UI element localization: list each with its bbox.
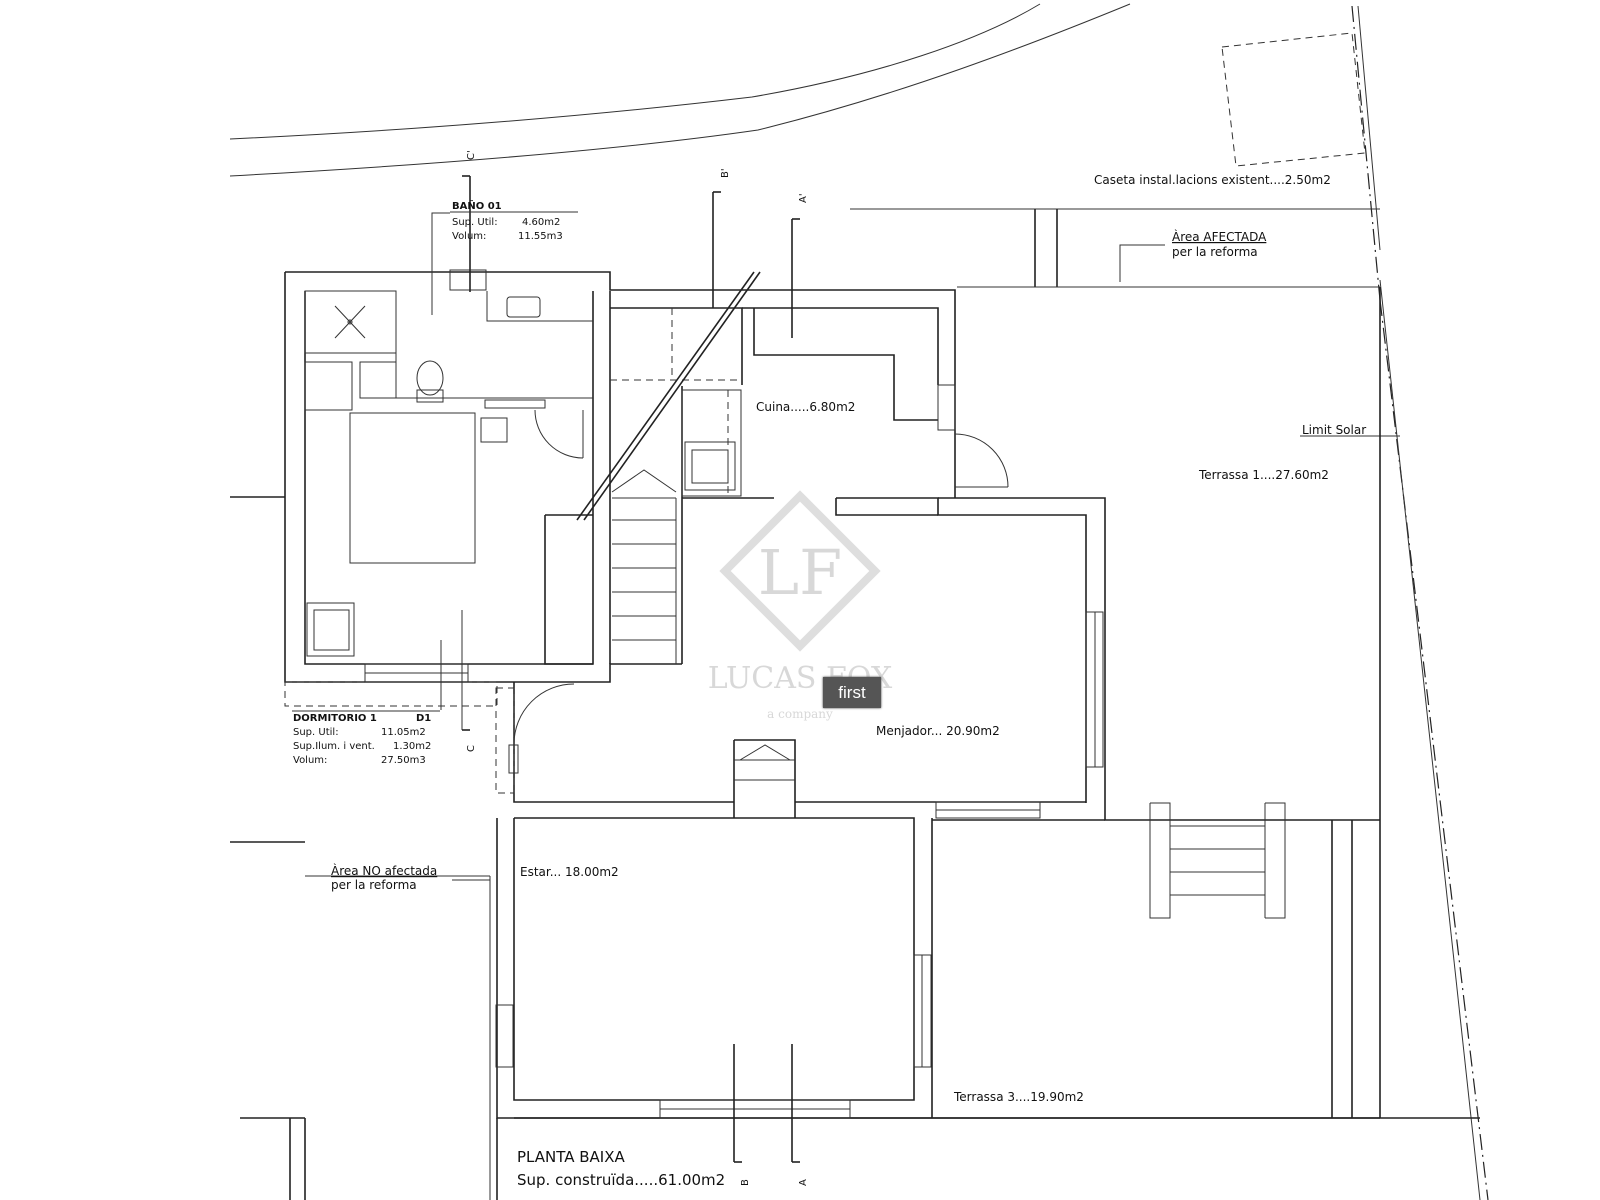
level-badge[interactable]: first — [823, 677, 881, 708]
stairs — [612, 470, 1285, 918]
building-walls — [230, 272, 1480, 1200]
caseta-outline — [1222, 33, 1365, 166]
caseta-label: Caseta instal.lacions existent....2.50m2 — [1094, 173, 1331, 187]
section-markers: C' B' A' C B A — [462, 150, 809, 1186]
terrassa1-label: Terrassa 1....27.60m2 — [1198, 468, 1329, 482]
bedroom-furniture — [307, 413, 475, 730]
area-no-afectada-line2: per la reforma — [331, 878, 417, 892]
menjador-label: Menjador... 20.90m2 — [876, 724, 1000, 738]
dormitorio-ilum-value: 1.30m2 — [393, 741, 431, 752]
dormitorio-vol-label: Volum: — [293, 755, 327, 766]
section-a-lower-label: A — [798, 1179, 809, 1186]
affected-area-lines — [850, 209, 1400, 436]
room-labels: BAÑO 01 Sup. Util: 4.60m2 Volum: 11.55m3… — [293, 173, 1366, 1189]
dormitorio-name: DORMITORIO 1 — [293, 713, 377, 724]
bano-name: BAÑO 01 — [452, 199, 502, 212]
dormitorio-sup-value: 11.05m2 — [381, 727, 426, 738]
estar-label: Estar... 18.00m2 — [520, 865, 619, 879]
limit-solar-boundary — [1352, 6, 1488, 1200]
section-c-label: C' — [466, 150, 477, 160]
watermark-logo: LF — [758, 536, 842, 609]
cuina-label: Cuina.....6.80m2 — [756, 400, 855, 414]
bano-sup-value: 4.60m2 — [522, 217, 560, 228]
section-b-label: B' — [720, 168, 731, 178]
openings — [285, 612, 1103, 1118]
watermark-tagline: a company — [767, 707, 833, 721]
bathroom-fixtures — [305, 270, 593, 458]
watermark: LF LUCAS FOX a company — [708, 496, 893, 721]
section-a-label: A' — [798, 193, 809, 203]
dormitorio-vol-value: 27.50m3 — [381, 755, 426, 766]
room-leaders — [292, 212, 578, 880]
terrassa3-label: Terrassa 3....19.90m2 — [953, 1090, 1084, 1104]
diagonal-section-line — [577, 272, 760, 520]
plan-title: PLANTA BAIXA — [517, 1148, 626, 1166]
bano-vol-value: 11.55m3 — [518, 231, 563, 242]
area-afectada-line2: per la reforma — [1172, 245, 1258, 259]
bano-vol-label: Volum: — [452, 231, 486, 242]
bano-sup-label: Sup. Util: — [452, 217, 498, 228]
street-boundary — [230, 4, 1130, 176]
limit-solar-label: Limit Solar — [1302, 423, 1366, 437]
dormitorio-ilum-label: Sup.Ilum. i vent. — [293, 741, 375, 752]
area-no-afectada-line1: Àrea NO afectada — [331, 863, 437, 878]
dormitorio-sup-label: Sup. Util: — [293, 727, 339, 738]
built-area: Sup. construïda.....61.00m2 — [517, 1171, 725, 1189]
section-c-lower-label: C — [466, 745, 477, 752]
area-afectada-line1: Àrea AFECTADA — [1172, 229, 1267, 244]
dormitorio-code: D1 — [416, 713, 431, 724]
section-b-lower-label: B — [740, 1179, 751, 1186]
